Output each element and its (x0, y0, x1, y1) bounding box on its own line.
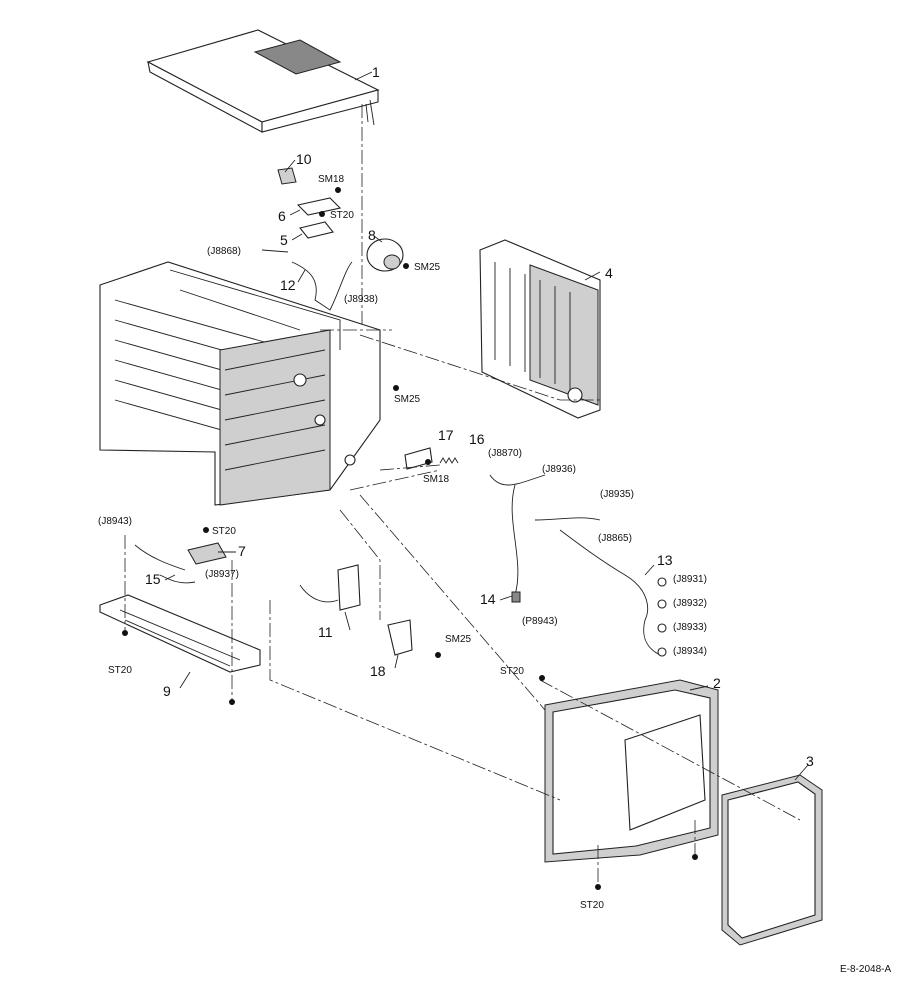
plate-part-7 (187, 542, 227, 565)
alignment-lines (124, 329, 801, 885)
label-st20-top: ST20 (330, 210, 354, 221)
label-j8933: (J8933) (673, 622, 707, 633)
bracket-part-10 (277, 167, 297, 185)
label-j8943: (J8943) (98, 516, 132, 527)
part-number-labels: 1 10 6 5 8 12 4 17 16 13 14 7 15 11 18 9… (145, 64, 814, 769)
label-p8943: (P8943) (522, 616, 558, 627)
label-sm18-bottom: SM18 (423, 474, 450, 485)
spring-part-16 (439, 457, 459, 464)
label-sm25-motor: SM25 (414, 262, 441, 273)
label-st20-cover: ST20 (500, 666, 524, 677)
label-j8865: (J8865) (598, 533, 632, 544)
label-18: 18 (370, 663, 386, 679)
figure-code: E-8-2048-A (840, 964, 891, 975)
solenoid-part-11 (299, 564, 361, 611)
label-j8937: (J8937) (205, 569, 239, 580)
label-16: 16 (469, 431, 485, 447)
rail-part-9 (99, 594, 261, 673)
main-frame-part (99, 261, 381, 506)
label-j8931: (J8931) (673, 574, 707, 585)
label-j8870: (J8870) (488, 448, 522, 459)
harness-part-12 (291, 261, 353, 311)
side-cover-part-2 (544, 679, 719, 863)
label-13: 13 (657, 552, 673, 568)
motor-part-8 (366, 238, 404, 272)
label-j8935: (J8935) (600, 489, 634, 500)
label-12: 12 (280, 277, 296, 293)
label-sm25-frame: SM25 (394, 394, 421, 405)
bracket-part-18 (387, 619, 413, 656)
label-3: 3 (806, 753, 814, 769)
label-1: 1 (372, 64, 380, 80)
harness-part-14 (489, 474, 546, 603)
fastener-labels: SM18 ST20 SM25 SM25 SM18 ST20 ST20 SM25 … (98, 174, 707, 911)
label-15: 15 (145, 571, 161, 587)
top-cover-part (146, 29, 380, 133)
label-8: 8 (368, 227, 376, 243)
label-17: 17 (438, 427, 454, 443)
wire-part-15 (134, 544, 196, 584)
label-st20-rail: ST20 (108, 665, 132, 676)
side-guide-part (479, 239, 601, 419)
label-st20-left: ST20 (212, 526, 236, 537)
label-sm25-bracket: SM25 (445, 634, 472, 645)
label-sm18-top: SM18 (318, 174, 345, 185)
label-j8932: (J8932) (673, 598, 707, 609)
label-2: 2 (713, 675, 721, 691)
label-6: 6 (278, 208, 286, 224)
plate-part-6 (296, 197, 342, 216)
label-4: 4 (605, 265, 613, 281)
plate-part-5 (299, 221, 334, 239)
label-14: 14 (480, 591, 496, 607)
small-cover-part-3 (721, 774, 823, 946)
screw-dots (122, 187, 698, 890)
label-j8868: (J8868) (207, 246, 241, 257)
label-10: 10 (296, 151, 312, 167)
label-9: 9 (163, 683, 171, 699)
label-j8936: (J8936) (542, 464, 576, 475)
label-j8938: (J8938) (344, 294, 378, 305)
leader-lines (164, 71, 809, 781)
label-7: 7 (238, 543, 246, 559)
label-j8934: (J8934) (673, 646, 707, 657)
harness-part-13 (534, 517, 667, 657)
bracket-part-17 (404, 447, 433, 470)
label-st20-bottom: ST20 (580, 900, 604, 911)
label-5: 5 (280, 232, 288, 248)
label-11: 11 (318, 624, 333, 640)
